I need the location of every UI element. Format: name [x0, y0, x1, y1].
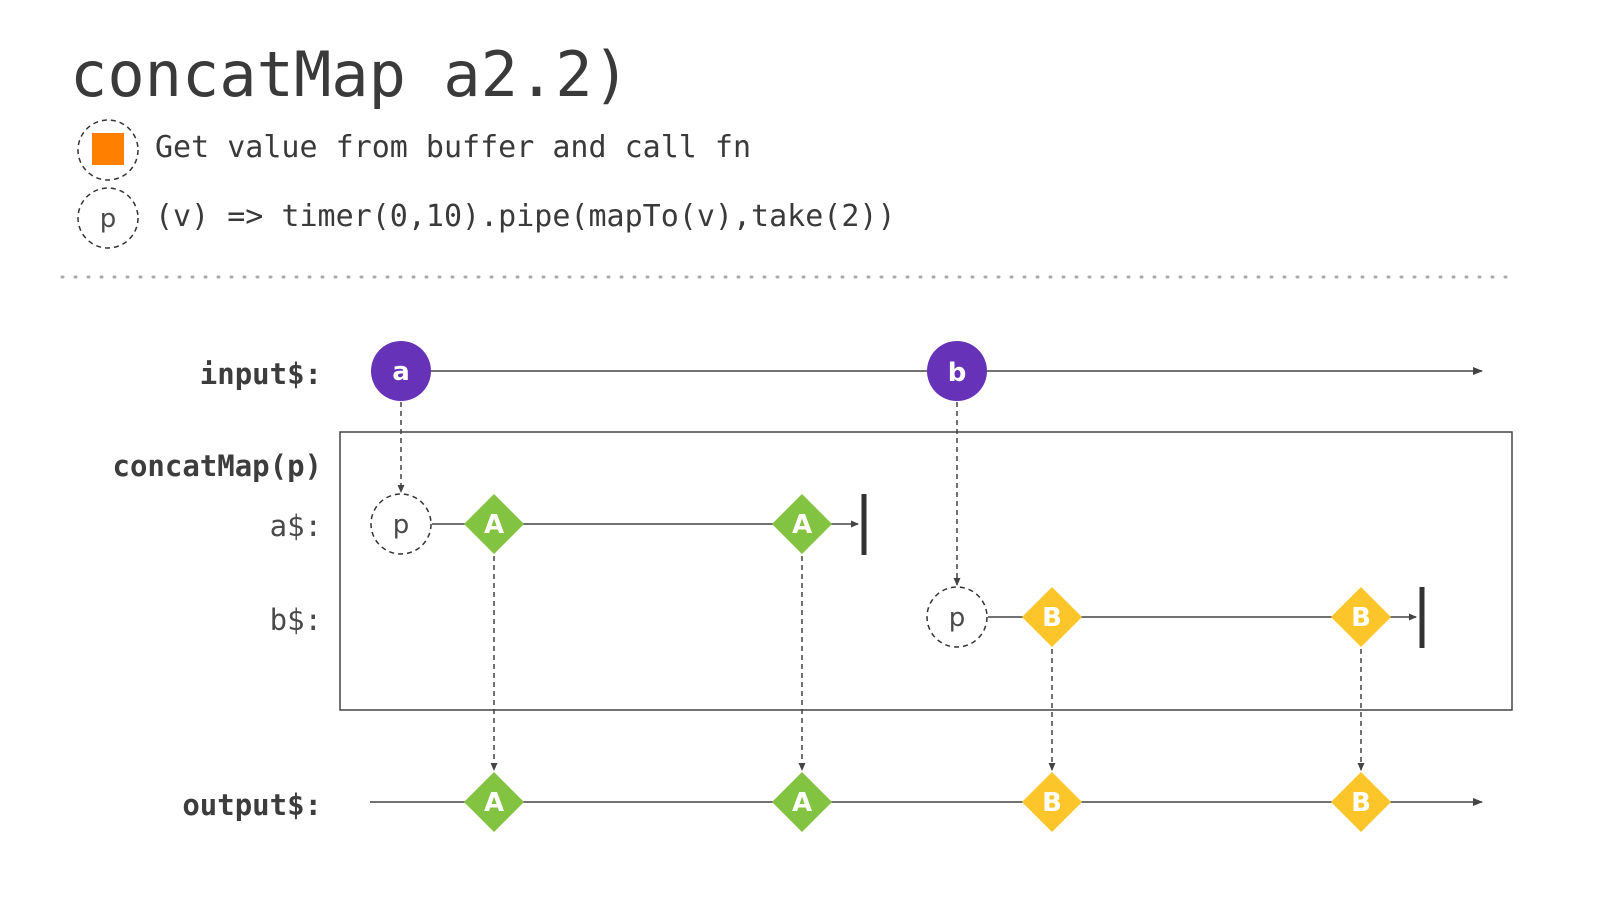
b-stream-marble-B2: B	[1331, 587, 1391, 647]
a-stream-marble-A2: A	[772, 494, 832, 554]
b-stream-marble-B1-label: B	[1042, 603, 1062, 633]
legend-buffer-text: Get value from buffer and call fn	[155, 130, 752, 165]
legend-orange-square-icon	[77, 119, 139, 181]
output-marble-A1-label: A	[484, 788, 504, 818]
output-marble-B2: B	[1331, 772, 1391, 832]
a-stream-marble-A1: A	[464, 494, 524, 554]
a-stream-p-label: p	[393, 510, 410, 540]
b-stream-marble-B1: B	[1022, 587, 1082, 647]
output-marble-A1: A	[464, 772, 524, 832]
a-stream-marble-A1-label: A	[484, 510, 504, 540]
output-marble-A2-label: A	[792, 788, 812, 818]
operator-box	[339, 431, 1513, 711]
legend-p-text: (v) => timer(0,10).pipe(mapTo(v),take(2)…	[155, 199, 896, 234]
a-stream-label: a$:	[270, 509, 322, 543]
input-marble-a: a	[371, 341, 431, 401]
operator-label: concatMap(p)	[112, 449, 322, 483]
input-label: input$:	[200, 357, 322, 391]
output-marble-B2-label: B	[1351, 788, 1371, 818]
input-marble-a-label: a	[392, 357, 410, 387]
b-stream-p-marble: p	[926, 586, 988, 648]
output-marble-B1-label: B	[1042, 788, 1062, 818]
b-stream-marble-B2-label: B	[1351, 603, 1371, 633]
a-stream-marble-A2-label: A	[792, 510, 812, 540]
input-marble-b: b	[927, 341, 987, 401]
b-stream-p-label: p	[949, 603, 966, 633]
output-marble-B1: B	[1022, 772, 1082, 832]
output-marble-A2: A	[772, 772, 832, 832]
page-title: concatMap a2.2)	[70, 38, 630, 111]
b-stream-label: b$:	[270, 603, 322, 637]
input-marble-b-label: b	[948, 358, 967, 388]
a-stream-p-marble: p	[370, 493, 432, 555]
output-label: output$:	[182, 788, 322, 822]
legend-p-icon: p	[77, 187, 139, 249]
legend-p-label: p	[100, 204, 117, 234]
